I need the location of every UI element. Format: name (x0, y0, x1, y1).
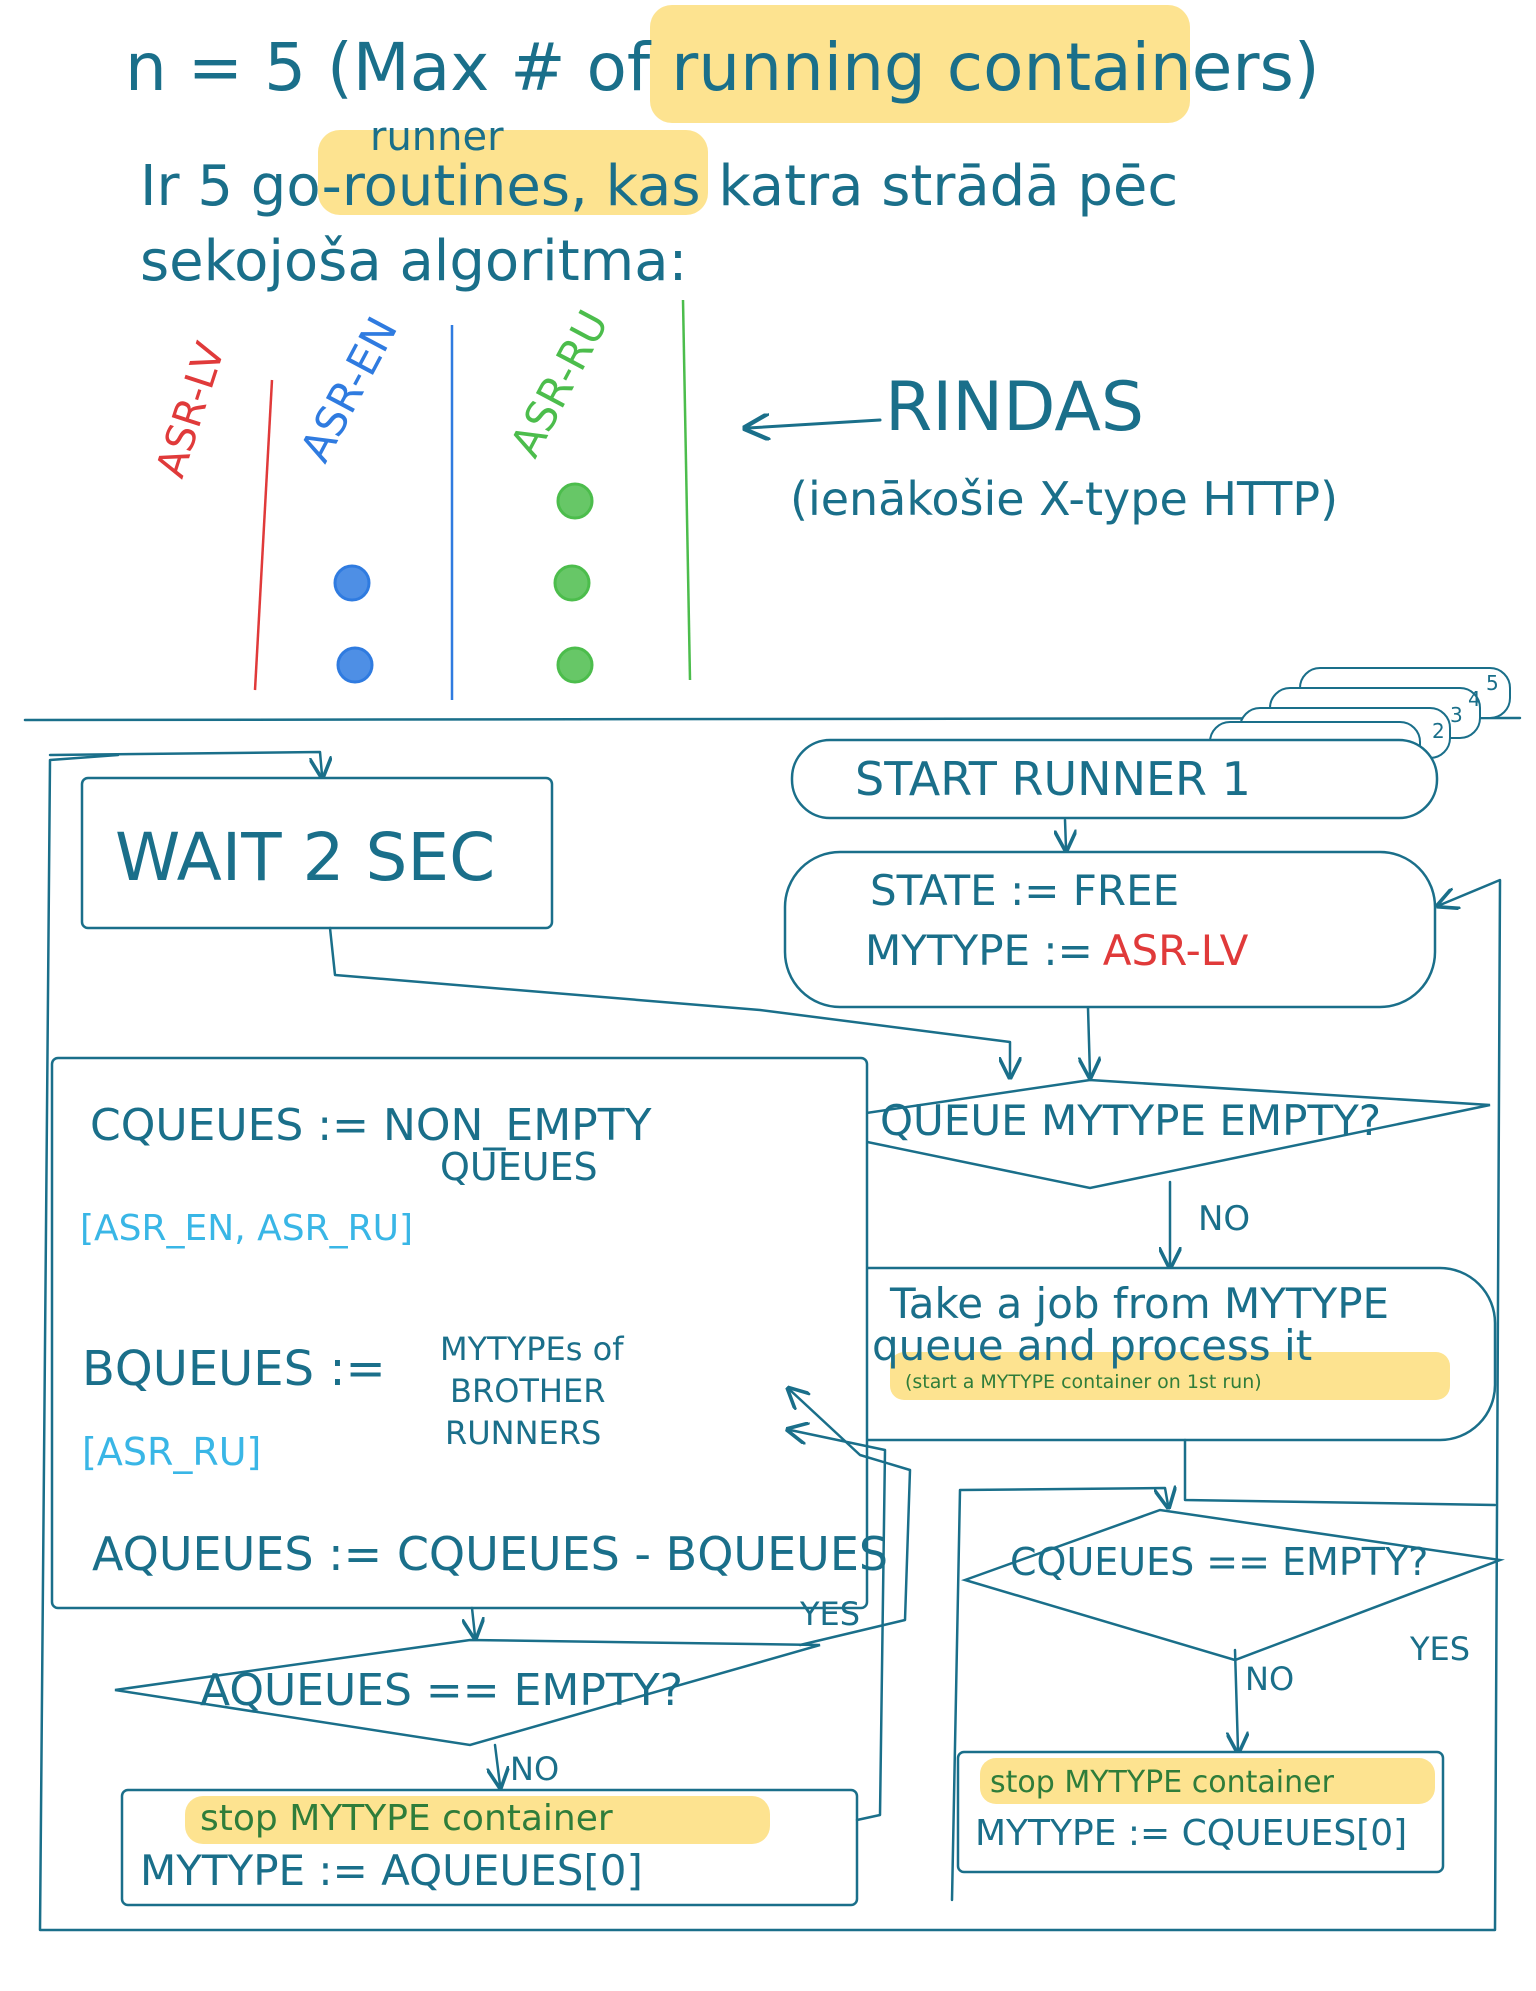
cqueues-def: CQUEUES := NON_EMPTY (90, 1100, 652, 1151)
take-job-line2: queue and process it (872, 1321, 1312, 1370)
aqueues-empty-label: AQUEUES == EMPTY? (200, 1665, 683, 1716)
stop-aqueues-line2: MYTYPE := AQUEUES[0] (140, 1846, 643, 1895)
loop-to-wait-arrow (48, 750, 322, 775)
arrow-to-cqueues-check (950, 1488, 1168, 1902)
init-state-node (783, 850, 1437, 1009)
highlight-go-routines (318, 130, 708, 215)
cqueues-empty-yes-label: YES (1409, 1630, 1470, 1668)
queue-empty-label: QUEUE MYTYPE EMPTY? (880, 1096, 1381, 1145)
lane-label-asr-en: ASR-EN (291, 309, 407, 470)
queue-item-dot (553, 564, 591, 602)
highlight-take-job-note (890, 1352, 1450, 1400)
bqueues-desc2: BROTHER (450, 1372, 605, 1410)
arrow-start-to-init (1065, 818, 1066, 848)
stack-number-4: 4 (1468, 687, 1481, 711)
stack-number-3: 3 (1450, 703, 1463, 727)
bqueues-desc3: RUNNERS (445, 1414, 601, 1452)
bqueues-list: [ASR_RU] (82, 1430, 261, 1474)
stop-cqueues-line1: stop MYTYPE container (990, 1765, 1335, 1800)
stop-aqueues-line1: stop MYTYPE container (200, 1798, 613, 1839)
arrow-cqueues-empty-no (1235, 1648, 1238, 1750)
queues-title: RINDAS (885, 368, 1144, 447)
header-runner-word: runner (370, 114, 504, 160)
init-state-line2: MYTYPE :=ASR-LV (865, 926, 1249, 975)
queue-empty-decision (784, 1078, 1491, 1190)
arrow-compute-to-aqueues-check (472, 1606, 475, 1636)
queue-item-dot (333, 564, 371, 602)
outer-loop-line (38, 753, 1502, 1932)
cqueues-empty-no-label: NO (1245, 1660, 1294, 1698)
arrow-stop-a-to-take-job (790, 1430, 887, 1822)
header-line2: Ir 5 go-routines, kas katra strādā pēc (140, 154, 1178, 219)
cqueues-list: [ASR_EN, ASR_RU] (80, 1208, 413, 1249)
stop-cqueues-line2: MYTYPE := CQUEUES[0] (975, 1813, 1407, 1854)
start-runner-label: START RUNNER 1 (855, 752, 1251, 806)
stack-number-2: 2 (1432, 719, 1445, 743)
queue-empty-no-label: NO (1198, 1199, 1250, 1239)
aqueues-empty-yes-label: YES (799, 1595, 860, 1633)
queue-item-dot (556, 646, 594, 684)
aqueues-empty-decision (114, 1638, 821, 1747)
arrow-init-to-queue-check (1088, 1006, 1090, 1075)
header-line3: sekojoša algoritma: (140, 229, 687, 294)
cqueues-def2: QUEUES (440, 1145, 598, 1189)
cqueues-empty-decision (960, 1508, 1505, 1662)
lane-divider-green (681, 299, 692, 681)
highlight-stop-a (185, 1796, 770, 1844)
arrow-aqueues-empty-no (495, 1743, 500, 1785)
cqueues-empty-label: CQUEUES == EMPTY? (1010, 1540, 1428, 1584)
highlight-running-containers (650, 5, 1190, 123)
lane-label-asr-ru: ASR-RU (501, 302, 618, 464)
queue-item-dot (556, 482, 594, 520)
stack-number-5: 5 (1486, 671, 1499, 695)
highlight-stop-c (980, 1758, 1435, 1804)
queues-arrow (748, 420, 882, 428)
arrow-aqueues-empty-yes (790, 1390, 912, 1647)
lane-divider-red (253, 379, 274, 691)
take-job-note: (start a MYTYPE container on 1st run) (905, 1371, 1262, 1393)
aqueues-empty-no-label: NO (510, 1750, 559, 1788)
queues-subtitle: (ienākošie X-type HTTP) (790, 472, 1338, 526)
lane-label-asr-lv: ASR-LV (148, 336, 235, 483)
init-state-line1: STATE := FREE (870, 866, 1179, 915)
wait-label: WAIT 2 SEC (115, 819, 495, 896)
queue-item-dot (336, 646, 374, 684)
take-job-return-line (1183, 1438, 1497, 1507)
queues-compute-node (50, 1056, 869, 1610)
start-runner-node (790, 738, 1439, 820)
header-line1: n = 5 (Max # of running containers) (125, 29, 1320, 106)
take-job-line1: Take a job from MYTYPE (889, 1279, 1389, 1328)
queue-items (333, 482, 594, 684)
aqueues-def: AQUEUES := CQUEUES - BQUEUES (92, 1527, 888, 1581)
bqueues-def: BQUEUES := (82, 1341, 386, 1397)
arrow-wait-to-queue-check (328, 926, 1010, 1075)
wait-node (80, 776, 554, 930)
bqueues-desc1: MYTYPEs of (440, 1330, 624, 1368)
